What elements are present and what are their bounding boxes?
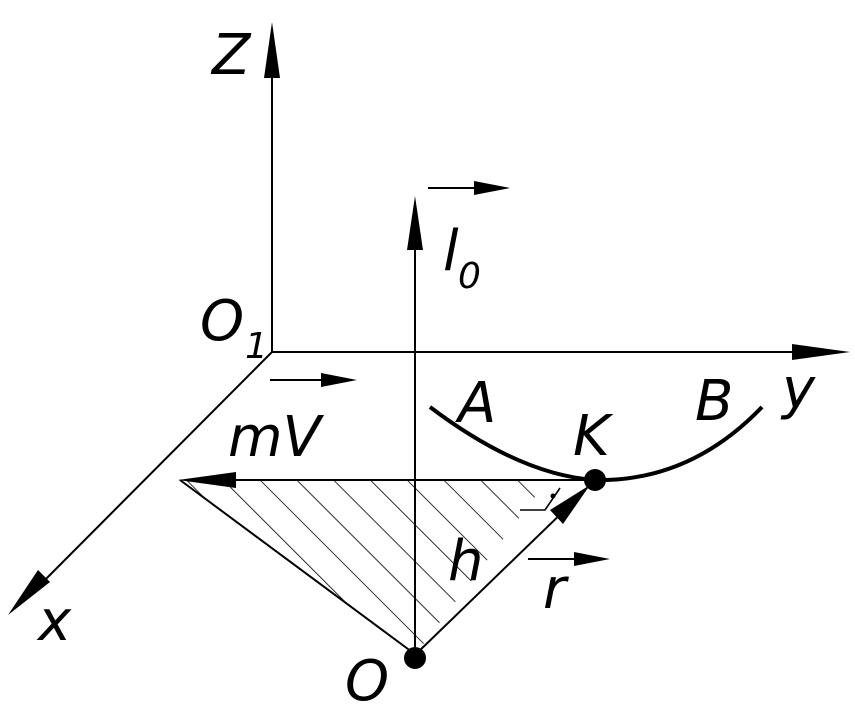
label-h: h (448, 529, 484, 594)
right-angle-dot (550, 493, 556, 499)
l0-arrowhead (407, 196, 423, 250)
label-l-subscript: 0 (458, 256, 481, 297)
label-a: A (455, 371, 496, 436)
z-axis-arrowhead (264, 22, 280, 78)
label-o1: O (200, 289, 244, 354)
triangle-edge-left (179, 479, 413, 653)
mv-overline-arrowhead (321, 373, 357, 387)
r-overline-arrowhead (574, 552, 610, 566)
label-o1-subscript: 1 (245, 326, 268, 367)
label-k: K (573, 404, 614, 469)
hatched-triangle-right (415, 480, 548, 655)
label-b: B (695, 369, 733, 434)
label-o: O (345, 649, 389, 714)
mv-arrowhead (178, 472, 236, 488)
x-axis (29, 351, 273, 596)
x-axis-arrowhead (8, 570, 50, 615)
y-axis-arrowhead (792, 344, 850, 360)
label-z: Z (210, 23, 252, 88)
label-mv: mV (228, 405, 325, 470)
label-x: x (36, 589, 72, 654)
point-o (404, 647, 426, 669)
label-y: y (780, 357, 816, 422)
l0-overline-arrowhead (474, 181, 510, 195)
label-r: r (543, 557, 569, 622)
r-arrowhead (550, 485, 590, 524)
point-k (584, 469, 606, 491)
r-vector (414, 504, 571, 656)
label-l: l (443, 219, 459, 284)
